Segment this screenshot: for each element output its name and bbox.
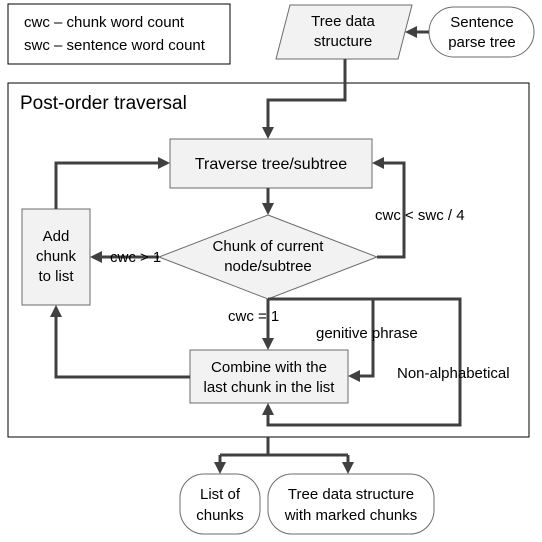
edge-decision-to-combine-arrowhead	[262, 338, 274, 350]
edge-parse-to-tree	[405, 26, 429, 38]
label-cwc-eq-1: cwc = 1	[228, 308, 279, 325]
edge-to-outputs	[214, 437, 354, 474]
edge-add-to-traverse-arrowhead	[158, 157, 170, 169]
edge-traverse-to-decision	[262, 188, 274, 215]
combine-shape	[189, 349, 349, 404]
edge-genitive-arrowhead	[348, 370, 360, 382]
legend-line-cwc: cwc – chunk word count	[24, 14, 185, 31]
tree-data-line1: Tree data	[311, 13, 375, 30]
edge-parse-to-tree-arrowhead	[405, 26, 417, 38]
legend-box: cwc – chunk word count swc – sentence wo…	[7, 3, 231, 65]
edge-nonalpha-arrowhead	[262, 403, 274, 415]
sentence-parse-node: Sentence parse tree	[428, 6, 535, 58]
tree-data-node: Tree data structure	[275, 4, 413, 60]
tree-marked-node: Tree data structure with marked chunks	[267, 473, 435, 535]
edge-traverse-to-decision-arrowhead	[262, 203, 274, 215]
tree-data-shape	[275, 4, 413, 60]
edge-combine-to-add-line	[54, 317, 190, 379]
edge-to-list-arrowhead	[214, 462, 226, 474]
add-chunk-node: Add chunk to list	[21, 208, 91, 306]
traverse-shape	[169, 138, 373, 189]
chunk-decision-node: Chunk of current node/subtree	[157, 214, 379, 300]
edge-decision-to-add-arrowhead	[90, 251, 102, 263]
edge-tree-to-traverse-arrowhead	[262, 127, 274, 139]
edge-combine-to-add	[50, 305, 190, 379]
list-chunks-node: List of chunks	[179, 473, 261, 535]
add-chunk-line3: to list	[38, 268, 74, 285]
add-chunk-line2: chunk	[36, 248, 77, 265]
edge-genitive-line	[268, 297, 375, 378]
label-genitive: genitive phrase	[316, 325, 418, 342]
edge-nonalpha-line	[266, 297, 462, 427]
traverse-node: Traverse tree/subtree	[169, 138, 373, 189]
edge-decision-loop-back	[372, 157, 406, 259]
edge-add-to-traverse-line	[54, 161, 158, 209]
edge-to-tree-marked-arrowhead	[342, 462, 354, 474]
combine-line1: Combine with the	[211, 359, 327, 376]
container-title: Post-order traversal	[20, 93, 187, 114]
tree-marked-line2: with marked chunks	[284, 507, 418, 524]
label-cwc-lt-swc4: cwc < swc / 4	[375, 207, 465, 224]
legend-frame	[7, 3, 231, 65]
edge-decision-to-combine	[262, 299, 274, 350]
edge-tree-to-traverse-line	[266, 59, 347, 127]
chunk-decision-line2: node/subtree	[224, 258, 312, 275]
combine-node: Combine with the last chunk in the list	[189, 349, 349, 404]
add-chunk-line1: Add	[43, 228, 70, 245]
edge-decision-loop-back-arrowhead	[372, 157, 384, 169]
edge-combine-to-add-arrowhead	[50, 305, 62, 317]
edge-add-to-traverse	[54, 157, 170, 209]
label-nonalpha: Non-alphabetical	[397, 365, 510, 382]
chunk-decision-line1: Chunk of current	[213, 238, 325, 255]
edge-nonalpha	[262, 297, 462, 427]
list-chunks-shape	[179, 473, 261, 535]
tree-marked-line1: Tree data structure	[288, 486, 414, 503]
legend-line-swc: swc – sentence word count	[24, 37, 206, 54]
edge-decision-to-add	[90, 251, 159, 263]
sentence-parse-line1: Sentence	[450, 14, 513, 31]
edge-tree-to-traverse	[262, 59, 347, 139]
label-cwc-gt-1: cwc > 1	[110, 249, 161, 266]
combine-line2: last chunk in the list	[204, 379, 336, 396]
tree-marked-shape	[267, 473, 435, 535]
tree-data-line2: structure	[314, 33, 372, 50]
traverse-label: Traverse tree/subtree	[195, 156, 347, 173]
list-chunks-line1: List of	[200, 486, 241, 503]
list-chunks-line2: chunks	[196, 507, 244, 524]
sentence-parse-line2: parse tree	[448, 34, 516, 51]
edge-genitive	[268, 297, 375, 382]
edge-decision-loop-back-line	[377, 161, 406, 259]
